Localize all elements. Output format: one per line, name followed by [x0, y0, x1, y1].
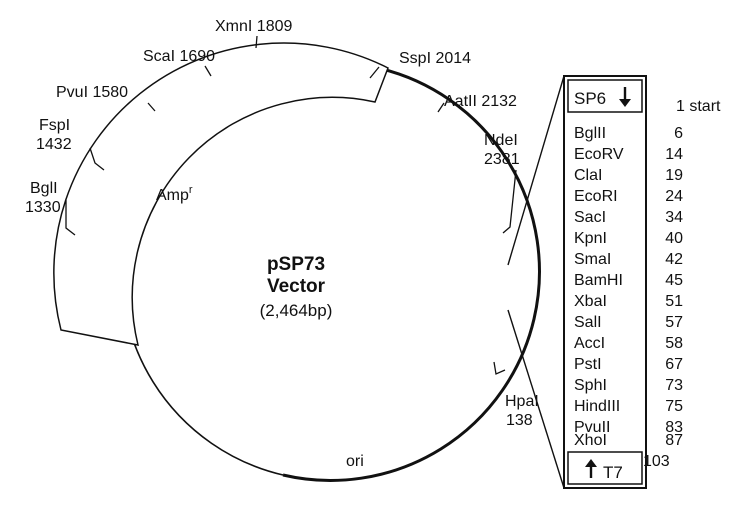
site-label-sspi: SspI 2014 [399, 50, 471, 67]
sp6-arrow-icon [619, 87, 631, 107]
mcs-site-pos: 87 [665, 432, 683, 449]
plasmid-backbone-thick [282, 66, 541, 482]
ori-label: ori [346, 453, 364, 470]
site-leaders [65, 35, 517, 375]
vector-type-label: Vector [267, 276, 326, 297]
site-label-fspi: FspI [39, 117, 70, 134]
mcs-site-pos: 40 [665, 230, 683, 247]
site-label-hpai: HpaI [505, 393, 539, 410]
mcs-site-pos: 45 [665, 272, 683, 289]
mcs-site-name: SalI [574, 314, 602, 331]
vector-size: (2,464bp) [260, 301, 333, 320]
t7-label: T7 [603, 463, 623, 482]
mcs-site-name: XhoI [574, 432, 607, 449]
mcs-site-pos: 42 [665, 251, 683, 268]
mcs-site-name: EcoRI [574, 188, 618, 205]
t7-arrow-icon [585, 459, 597, 478]
mcs-site-pos: 19 [665, 167, 683, 184]
site-labels: XmnI 1809 ScaI 1690 PvuI 1580 FspI 1432 … [25, 18, 539, 429]
mcs-site-name: SmaI [574, 251, 611, 268]
mcs-site-list: BglII 6 EcoRV 14 ClaI 19 EcoRI 24 SacI 3… [574, 125, 683, 436]
mcs-site-name: HindIII [574, 398, 620, 415]
vector-name: pSP73 [267, 254, 325, 275]
amp-label: Ampr [156, 184, 193, 204]
amp-resistance-arc [53, 42, 389, 346]
mcs-site-name: SphI [574, 377, 607, 394]
mcs-site-name: ClaI [574, 167, 602, 184]
site-label-fspi-pos: 1432 [36, 136, 72, 153]
mcs-site-name: SacI [574, 209, 606, 226]
site-label-ndei-pos: 2381 [484, 151, 520, 168]
mcs-expansion-lines [507, 75, 565, 489]
site-label-pvui: PvuI 1580 [56, 84, 128, 101]
site-label-ndei: NdeI [484, 132, 518, 149]
mcs-site-name: BamHI [574, 272, 623, 289]
site-label-hpai-pos: 138 [506, 412, 533, 429]
mcs-site-name: XbaI [574, 293, 607, 310]
mcs-start-label: 1 start [676, 98, 721, 115]
mcs-site-pos: 83 [665, 419, 683, 436]
mcs-site-name: PstI [574, 356, 602, 373]
mcs-site-name: PvuII [574, 419, 610, 436]
mcs-end-number: 103 [643, 453, 670, 470]
mcs-site-name: AccI [574, 335, 605, 352]
mcs-site-pos: 6 [674, 125, 683, 142]
site-label-xmni: XmnI 1809 [215, 18, 292, 35]
site-label-bgli: BglI [30, 180, 58, 197]
mcs-site-pos: 75 [665, 398, 683, 415]
mcs-site-pos: 67 [665, 356, 683, 373]
site-label-scai: ScaI 1690 [143, 48, 215, 65]
mcs-site-pos: 51 [665, 293, 683, 310]
site-label-aatii: AatII 2132 [444, 93, 517, 110]
mcs-site-pos: 24 [665, 188, 683, 205]
mcs-site-pos: 14 [665, 146, 683, 163]
sp6-label: SP6 [574, 89, 606, 108]
site-label-bgli-pos: 1330 [25, 199, 61, 216]
mcs-site-pos: 58 [665, 335, 683, 352]
mcs-site-name: BglII [574, 125, 606, 142]
mcs-box [563, 75, 647, 489]
mcs-site-name: KpnI [574, 230, 607, 247]
mcs-site-pos: 57 [665, 314, 683, 331]
mcs-site-pos: 73 [665, 377, 683, 394]
mcs-site-pos: 34 [665, 209, 683, 226]
mcs-site-name: EcoRV [574, 146, 624, 163]
